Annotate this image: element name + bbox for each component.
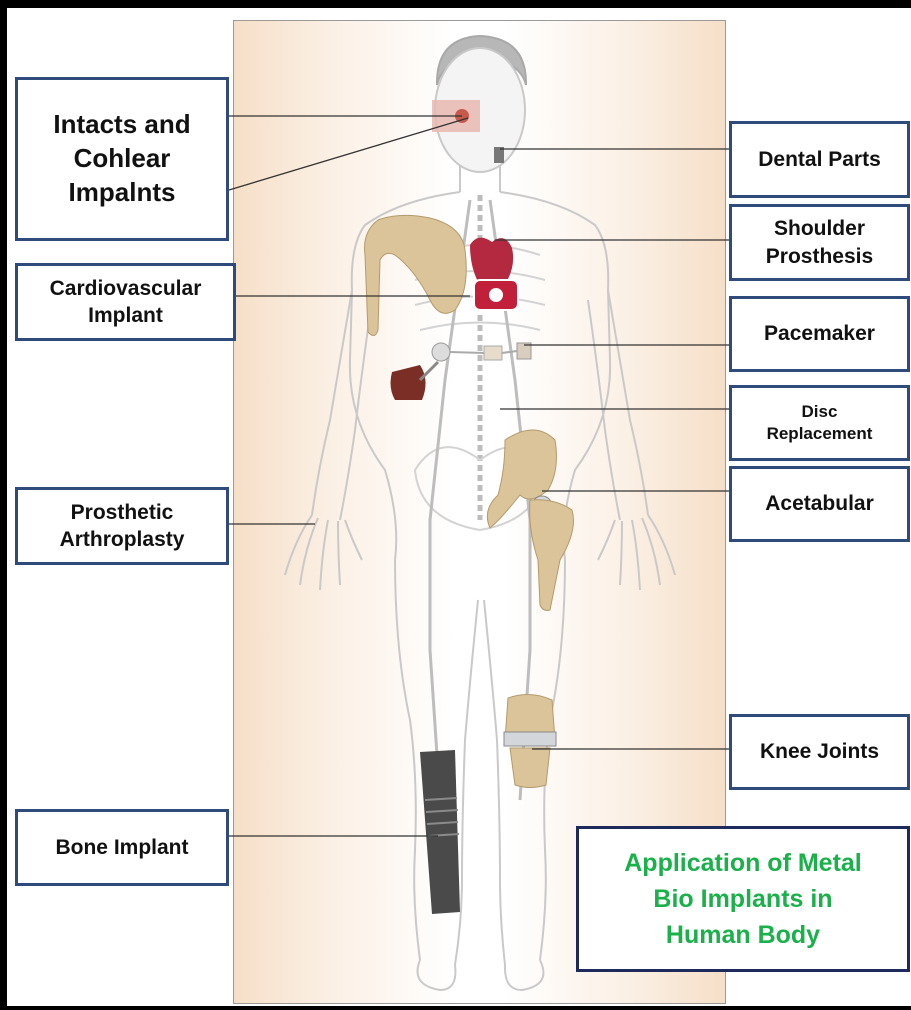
label-bone-implant: Bone Implant [15, 809, 229, 886]
label-cardiovascular-implant: Cardiovascular Implant [15, 263, 236, 341]
label-shoulder-prosthesis: Shoulder Prosthesis [729, 204, 910, 281]
label-prosthetic-arthroplasty: Prosthetic Arthroplasty [15, 487, 229, 565]
label-pacemaker: Pacemaker [729, 296, 910, 372]
femur-bone [530, 500, 574, 611]
figure-title: Application of Metal Bio Implants in Hum… [576, 826, 910, 972]
label-dental-parts: Dental Parts [729, 121, 910, 198]
label-disc-replacement: Disc Replacement [729, 385, 910, 461]
liver-implant [391, 365, 426, 400]
implant-parts [365, 100, 574, 914]
label-knee-joints: Knee Joints [729, 714, 910, 790]
label-acetabular: Acetabular [729, 466, 910, 542]
label-cochlear-implants: Intacts and Cohlear Impalnts [15, 77, 229, 241]
shoulder-prosthesis [365, 215, 467, 335]
bone-implant-rod [420, 750, 460, 914]
